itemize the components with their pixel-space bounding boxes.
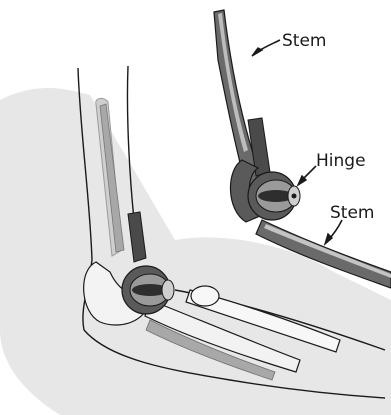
label-stem-bottom-group: Stem	[325, 203, 374, 244]
radial-head	[191, 286, 219, 306]
implant-hinge-pin	[292, 194, 297, 199]
label-stem-bottom: Stem	[330, 203, 374, 223]
arm-hinge-cap	[162, 280, 174, 300]
label-hinge: Hinge	[316, 151, 366, 171]
arrowhead-stem-bottom	[325, 234, 332, 244]
label-stem-top-group: Stem	[252, 31, 326, 56]
label-hinge-group: Hinge	[298, 151, 366, 185]
arrowhead-stem-top	[252, 48, 262, 56]
label-stem-top: Stem	[282, 31, 326, 51]
